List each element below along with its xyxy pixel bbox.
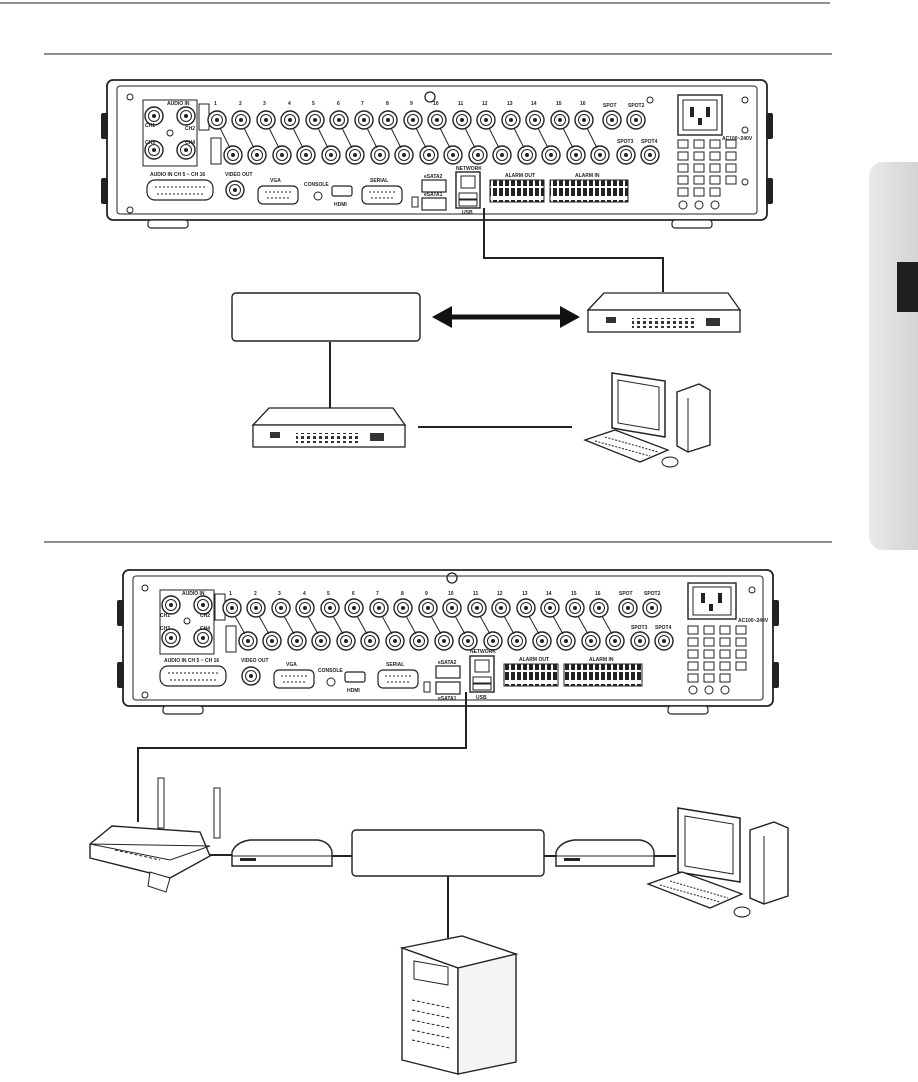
- channel-label: 8: [401, 591, 404, 597]
- esata1-label: eSATA1: [438, 696, 457, 702]
- channel-label: 7: [376, 591, 379, 597]
- pc-2: [646, 807, 789, 918]
- vga-label: VGA: [270, 178, 281, 184]
- channel-label: 1: [229, 591, 232, 597]
- ch2-label: CH2: [185, 126, 195, 132]
- channel-label: 6: [337, 101, 340, 107]
- console-label: CONSOLE: [304, 182, 329, 188]
- wireless-router: [89, 777, 221, 893]
- ch3-label: CH3: [145, 140, 155, 146]
- power-label: AC100~240V: [722, 136, 753, 142]
- channel-label: 14: [546, 591, 552, 597]
- dvr-to-hub-cable: [483, 208, 664, 292]
- hdmi-label: HDMI: [347, 688, 360, 694]
- hub-2: [251, 407, 407, 448]
- ch4-label: CH4: [200, 626, 210, 632]
- alarm-in-label: ALARM IN: [575, 173, 600, 179]
- channel-label: 9: [425, 591, 428, 597]
- usb-label: USB: [462, 210, 473, 216]
- channel-label: 11: [458, 101, 464, 107]
- channel-label: 15: [571, 591, 577, 597]
- console-label: CONSOLE: [318, 668, 343, 674]
- dvr-rear-panel-2: SPOT SPOT2 SPOT3 SPOT4 AC100~240V: [117, 569, 779, 715]
- channel-label: 8: [386, 101, 389, 107]
- channel-label: 3: [263, 101, 266, 107]
- spot4-label: SPOT4: [641, 139, 658, 145]
- alarm-out-label: ALARM OUT: [505, 173, 535, 179]
- channel-label: 16: [580, 101, 586, 107]
- channel-label: 16: [595, 591, 601, 597]
- spot3-label: SPOT3: [631, 625, 648, 631]
- video-out-label: VIDEO OUT: [241, 658, 269, 664]
- hdmi-label: HDMI: [334, 202, 347, 208]
- dvr-to-router-cable: [137, 692, 467, 822]
- network-label: NETWORK: [470, 649, 496, 655]
- ch4-label: CH4: [185, 140, 195, 146]
- hub-1: [586, 292, 742, 333]
- dvr-rear-panel-1: SPOT SPOT2 SPOT3 SPOT4 AC100~240V: [101, 79, 773, 229]
- modem-left: [231, 839, 333, 867]
- network-label: NETWORK: [456, 166, 482, 172]
- alarm-out-label: ALARM OUT: [519, 657, 549, 663]
- channel-label: 13: [507, 101, 513, 107]
- server-tower: [399, 935, 519, 1075]
- channel-label: 10: [448, 591, 454, 597]
- audio-in-label: AUDIO IN: [167, 101, 190, 107]
- internet-box-2: [351, 829, 545, 877]
- power-label: AC100~240V: [738, 618, 769, 624]
- channel-label: 12: [482, 101, 488, 107]
- audio-in-ch-label: AUDIO IN CH 5 ~ CH 16: [164, 658, 219, 664]
- ch2-label: CH2: [200, 613, 210, 619]
- spot4-label: SPOT4: [655, 625, 672, 631]
- channel-label: 5: [312, 101, 315, 107]
- usb-label: USB: [476, 695, 487, 701]
- ch1-label: CH1: [145, 123, 155, 129]
- esata1-label: eSATA1: [424, 192, 443, 198]
- audio-in-ch-label: AUDIO IN CH 5 ~ CH 16: [150, 172, 205, 178]
- pc-1: [583, 372, 711, 468]
- spot2-label: SPOT2: [644, 591, 661, 597]
- serial-label: SERIAL: [386, 662, 404, 668]
- channel-label: 5: [327, 591, 330, 597]
- channel-label: 4: [288, 101, 291, 107]
- ch1-label: CH1: [160, 613, 170, 619]
- channel-label: 3: [278, 591, 281, 597]
- chapter-side-tab: [869, 162, 918, 550]
- channel-label: 1: [214, 101, 217, 107]
- channel-label: 12: [497, 591, 503, 597]
- channel-label: 2: [254, 591, 257, 597]
- channel-label: 7: [361, 101, 364, 107]
- channel-label: 14: [531, 101, 537, 107]
- spot1-label: SPOT: [603, 103, 617, 109]
- channel-label: 9: [410, 101, 413, 107]
- vga-label: VGA: [286, 662, 297, 668]
- channel-label: 11: [473, 591, 479, 597]
- modem-right: [555, 839, 655, 867]
- video-out-label: VIDEO OUT: [225, 172, 253, 178]
- channel-label: 4: [303, 591, 306, 597]
- channel-label: 15: [556, 101, 562, 107]
- channel-label: 2: [239, 101, 242, 107]
- ch3-label: CH3: [160, 626, 170, 632]
- chapter-side-tab-marker: [897, 262, 918, 312]
- channel-label: 13: [522, 591, 528, 597]
- channel-label: 10: [433, 101, 439, 107]
- serial-label: SERIAL: [370, 178, 388, 184]
- alarm-in-label: ALARM IN: [589, 657, 614, 663]
- audio-in-label: AUDIO IN: [182, 591, 205, 597]
- spot1-label: SPOT: [619, 591, 633, 597]
- esata2-label: eSATA2: [424, 174, 443, 180]
- channel-label: 6: [352, 591, 355, 597]
- spot2-label: SPOT2: [628, 103, 645, 109]
- internet-box: [231, 292, 421, 342]
- esata2-label: eSATA2: [438, 660, 457, 666]
- spot3-label: SPOT3: [617, 139, 634, 145]
